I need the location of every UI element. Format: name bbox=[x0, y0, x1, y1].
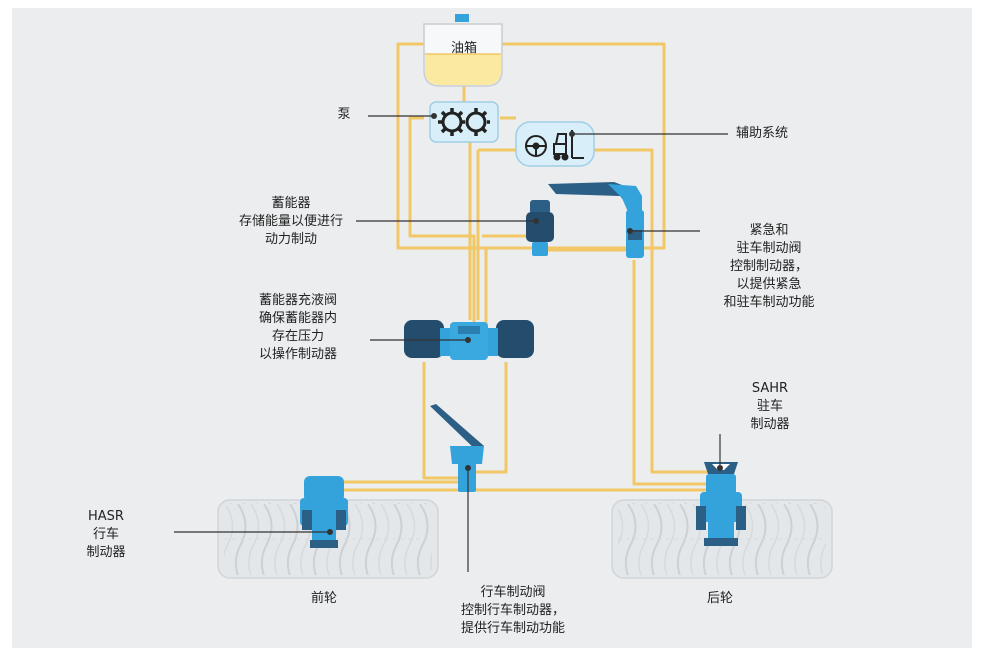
oil-tank bbox=[423, 14, 503, 87]
label-sahr: SAHR 驻车 制动器 bbox=[750, 381, 790, 432]
label-auxiliary-system: 辅助系统 bbox=[736, 126, 789, 141]
label-accumulator: 蓄能器 存储能量以便进行 动力制动 bbox=[238, 196, 343, 247]
accumulator bbox=[526, 200, 554, 256]
label-emergency-valve: 紧急和 驻车制动阀 控制制动器， 以提供紧急 和驻车制动功能 bbox=[723, 223, 815, 310]
label-hasr: HASR 行车 制动器 bbox=[86, 509, 126, 560]
label-pump: 泵 bbox=[337, 107, 351, 122]
label-service-valve: 行车制动阀 控制行车制动器， 提供行车制动功能 bbox=[460, 585, 565, 636]
leader-lines bbox=[174, 112, 728, 572]
hydraulic-lines bbox=[344, 42, 716, 492]
service-brake-valve bbox=[430, 404, 484, 492]
steering-wheel-forklift-icon bbox=[525, 130, 584, 161]
gear-pair-icon bbox=[438, 108, 490, 136]
label-charging-valve: 蓄能器充液阀 确保蓄能器内 存在压力 以操作制动器 bbox=[258, 293, 337, 362]
label-rear-wheel: 后轮 bbox=[706, 591, 733, 606]
label-oil-tank: 油箱 bbox=[450, 41, 477, 56]
emergency-parking-valve bbox=[548, 182, 644, 258]
auxiliary-system bbox=[515, 121, 595, 167]
label-front-wheel: 前轮 bbox=[310, 591, 337, 606]
accumulator-charging-valve bbox=[404, 320, 534, 360]
rear-brake-sahr bbox=[696, 462, 746, 546]
pump bbox=[429, 101, 499, 143]
